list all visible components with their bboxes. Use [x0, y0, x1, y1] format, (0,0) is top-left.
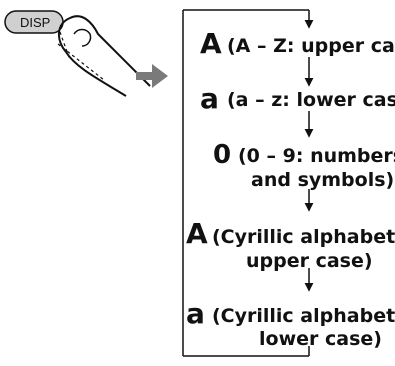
- lower-case-glyph: a: [200, 82, 219, 115]
- cyrillic-upper-glyph: А: [186, 217, 208, 250]
- sequence-item: a (a – z: lower case): [200, 82, 395, 115]
- sequence-item-label: (Cyrillic alphabets:: [212, 226, 395, 248]
- sequence-item-label-line2: upper case): [246, 250, 373, 272]
- sequence-item-label-line2: lower case): [259, 328, 382, 350]
- numbers-glyph: 0: [213, 140, 231, 170]
- sequence-item-label: (a – z: lower case): [227, 89, 395, 111]
- sequence-item: 0 (0 – 9: numbers, and symbols): [213, 140, 395, 191]
- disp-button-label: DISP: [20, 15, 50, 30]
- upper-case-glyph: A: [200, 27, 222, 60]
- cyrillic-lower-glyph: а: [186, 297, 205, 330]
- sequence-item-label: (A – Z: upper case): [227, 35, 395, 57]
- sequence-item: а (Cyrillic alphabets: lower case): [186, 297, 395, 350]
- sequence-item: А (Cyrillic alphabets: upper case): [186, 217, 395, 272]
- disp-button[interactable]: DISP: [4, 10, 64, 34]
- sequence-item-label: (0 – 9: numbers,: [238, 145, 395, 167]
- flow-arrow: [136, 64, 168, 88]
- sequence-item: A (A – Z: upper case): [200, 27, 395, 60]
- cycle-bracket: [182, 9, 309, 357]
- finger-icon: [57, 15, 151, 97]
- sequence-item-label: (Cyrillic alphabets:: [212, 305, 395, 327]
- sequence-item-label-line2: and symbols): [251, 169, 394, 191]
